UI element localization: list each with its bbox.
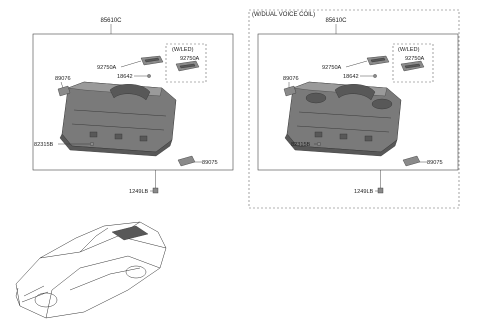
right-assembly-frame [257,33,459,171]
right-lamp-label: 92750A [322,65,342,71]
left-bracket-left-label: 89076 [55,76,71,82]
left-bolt-label: 18642 [117,74,133,80]
right-speaker-grille-right [371,98,393,110]
right-lamp-led-label: 92750A [405,56,425,62]
left-bracket-right-part [177,155,196,167]
left-lamp-leader [120,60,142,68]
left-assembly-label: 85610C [100,18,122,24]
left-lamp-label: 92750A [97,65,117,71]
right-bolt-label: 18642 [343,74,359,80]
left-bolt-part [147,74,151,78]
right-variant-box [248,9,460,209]
right-led-option-box [392,43,434,83]
right-package-tray [284,81,402,157]
right-lamp-part [366,55,390,66]
right-screw-label: 1249LB [354,189,374,195]
right-panel: (W/DUAL VOICE COIL) 85610C (W/LED) 92750… [248,9,460,209]
left-clip-label: 82315B [34,142,54,148]
left-package-tray [59,81,177,157]
left-bracket-left-part [57,85,71,97]
right-led-option-label: (W/LED) [398,47,420,53]
left-lamp-led-label: 92750A [180,56,200,62]
right-screw-part [377,170,384,194]
right-speaker-grille-left [305,92,327,104]
left-bracket-left-leader [60,81,64,89]
right-lamp-leader [345,60,368,68]
right-bolt-part [373,74,377,78]
right-lamp-led-part [400,60,425,72]
right-bracket-right-part [402,155,421,167]
left-screw-label: 1249LB [129,189,149,195]
right-clip-label: 82315B [291,142,311,148]
right-bracket-right-label: 89075 [427,160,443,166]
left-led-option-box [165,43,207,83]
car-locator-illustration [15,221,167,319]
left-clip-part [89,141,94,146]
left-bracket-right-label: 89075 [202,160,218,166]
car-package-tray-highlight [111,225,149,241]
right-variant-label: (W/DUAL VOICE COIL) [252,12,315,18]
right-bracket-left-part [283,85,297,97]
left-lamp-led-part [175,60,200,72]
left-panel: 85610C (W/LED) 92750A 92750A 18642 [32,18,234,195]
left-led-option-label: (W/LED) [172,47,194,53]
right-clip-part [317,141,322,146]
right-bracket-left-label: 89076 [283,76,299,82]
right-assembly-label: 85610C [325,18,347,24]
left-screw-part [152,170,159,194]
left-assembly-frame [32,33,234,171]
left-lamp-part [140,55,164,66]
